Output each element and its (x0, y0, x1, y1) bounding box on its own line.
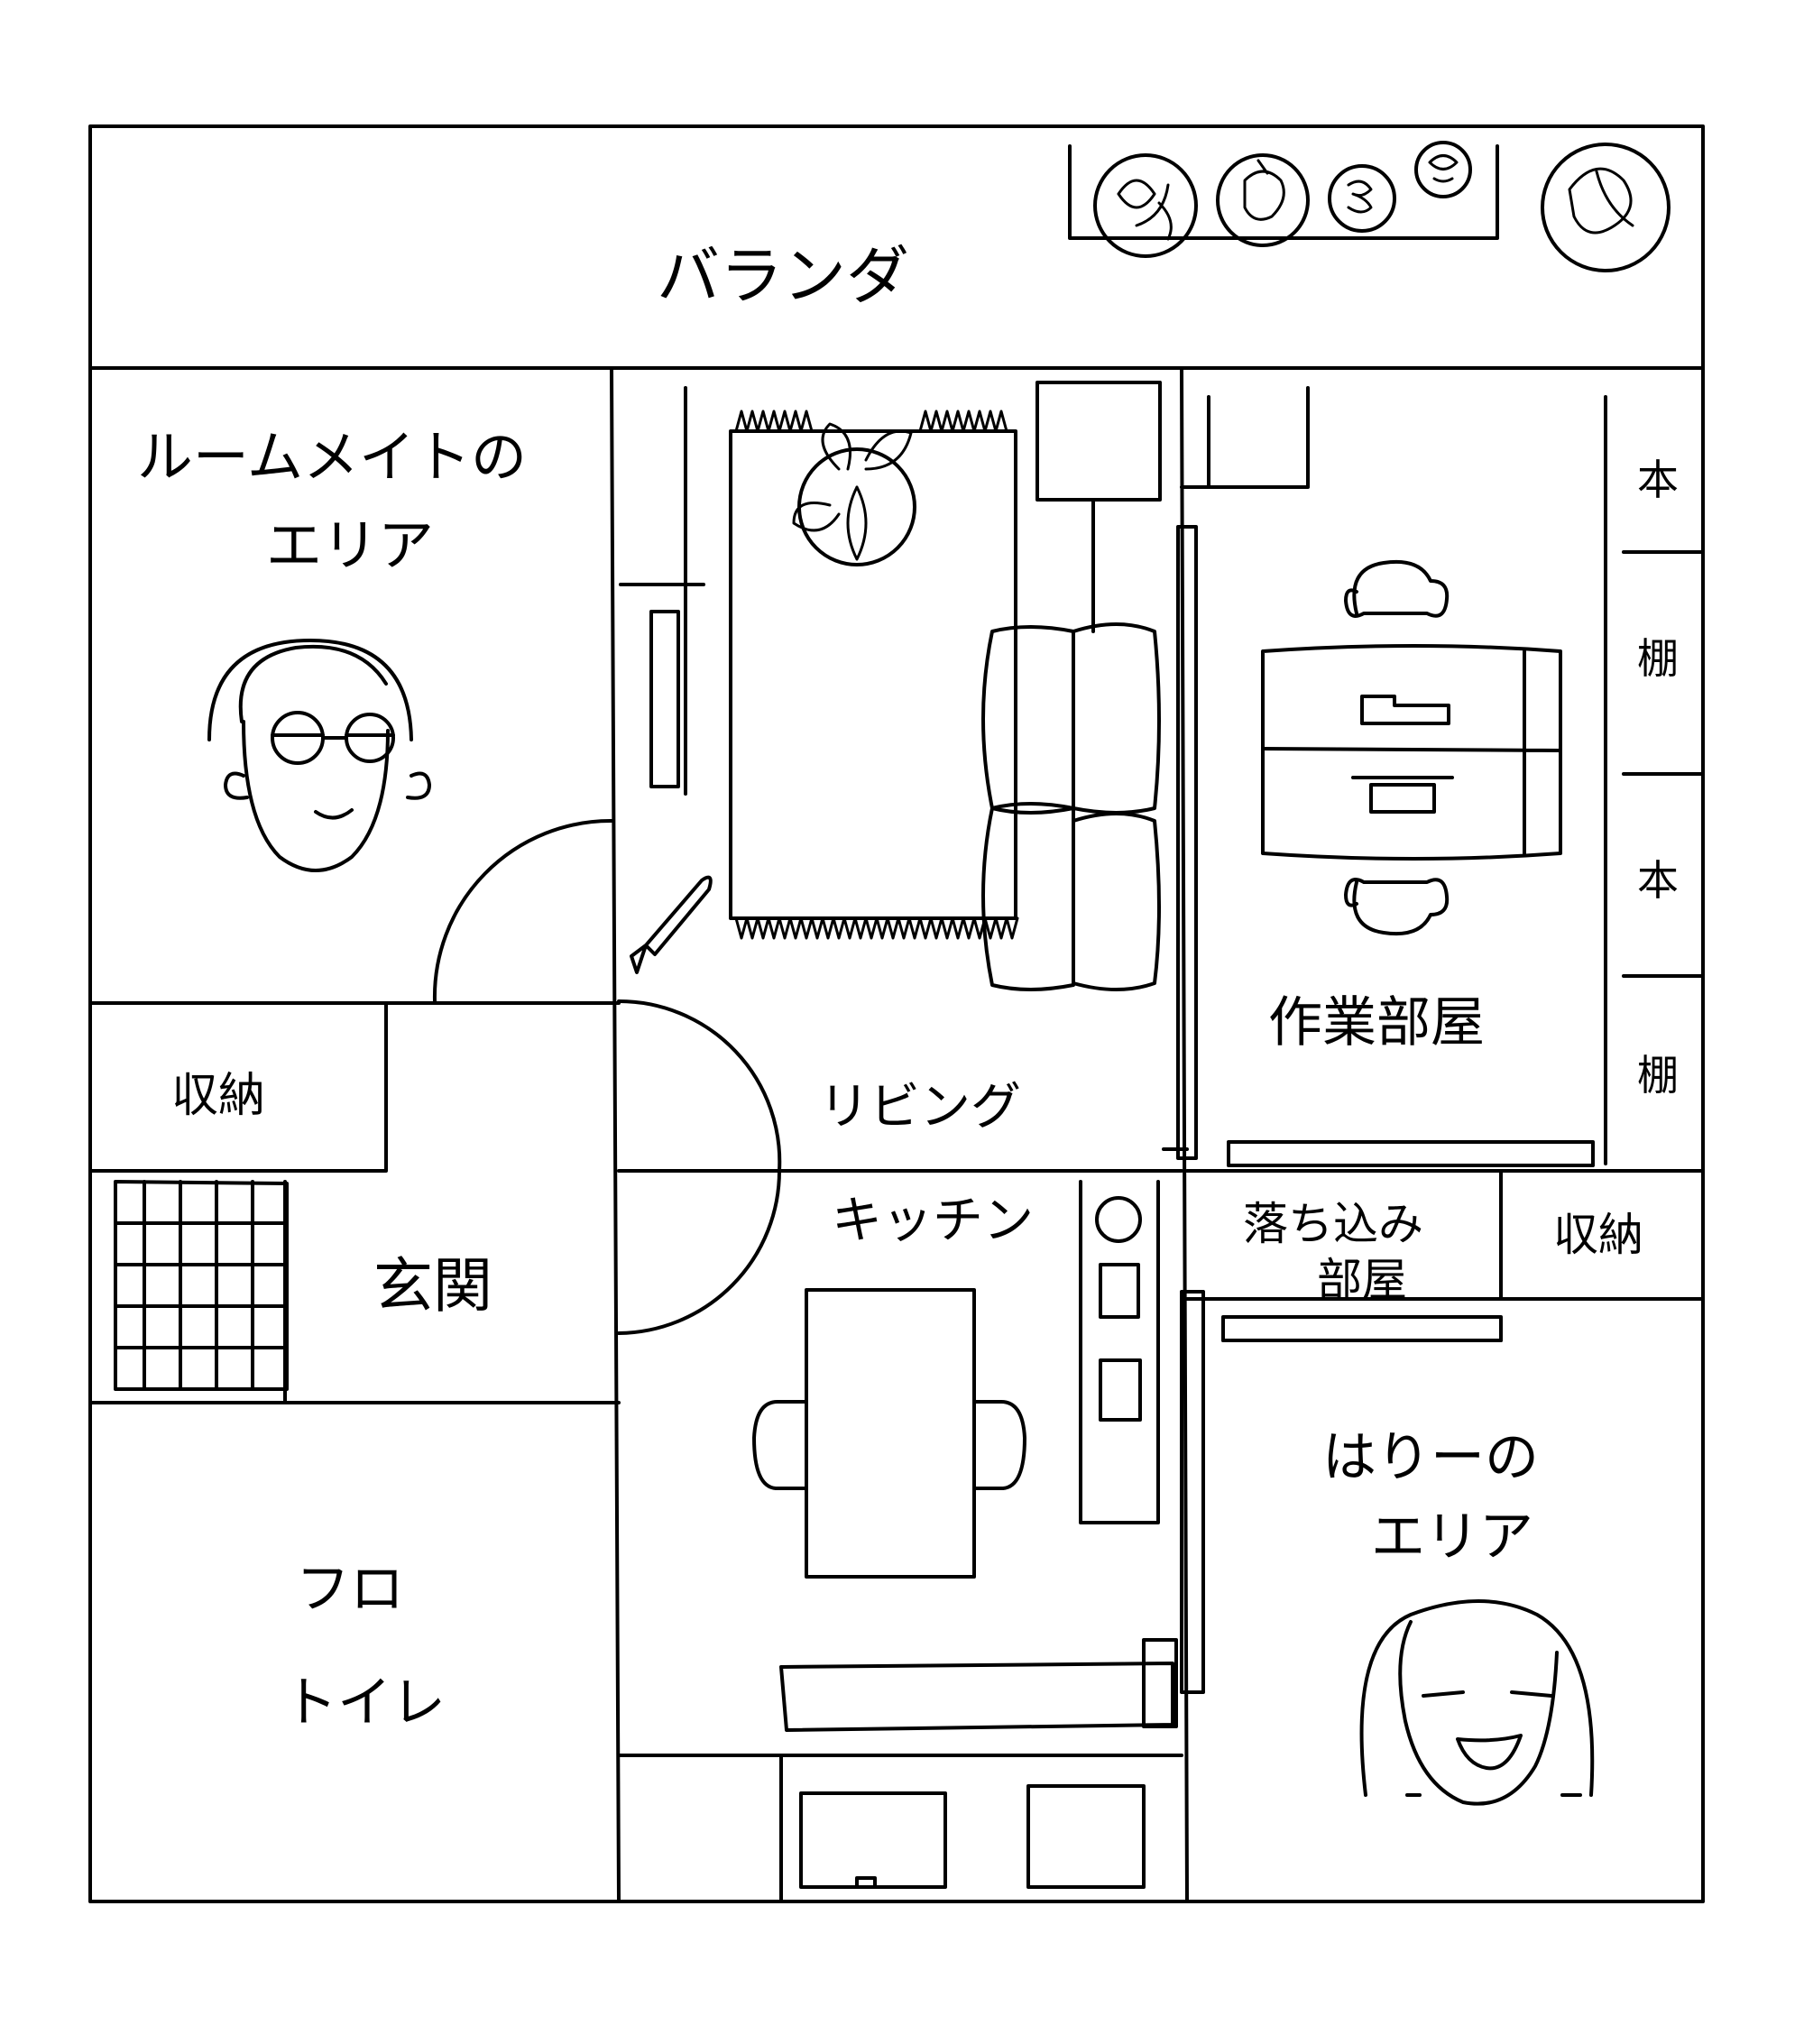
living-furniture (621, 382, 1160, 990)
label-roommate-area-line1: ルームメイトの (137, 424, 527, 490)
label-roommate-area-line2: エリア (266, 512, 434, 578)
walls (90, 126, 1703, 1901)
label-bookshelf-4: 棚 (1637, 1051, 1679, 1100)
label-veranda: バランダ (657, 239, 909, 313)
label-sunken-room-line1: 落ち込み (1243, 1198, 1423, 1250)
sunken-room (1223, 1317, 1501, 1340)
label-living: リビング (819, 1078, 1021, 1137)
workroom-furniture (1178, 388, 1703, 1165)
label-bookshelf-1: 本 (1637, 456, 1679, 504)
roommate-face (209, 640, 429, 870)
label-toilet: トイレ (283, 1671, 446, 1735)
label-bath: フロ (296, 1558, 404, 1621)
label-harry-area-line2: エリア (1371, 1505, 1533, 1569)
veranda-planters (1070, 143, 1669, 271)
label-harry-area-line1: はりーの (1322, 1426, 1539, 1489)
label-entrance: 玄関 (373, 1251, 492, 1321)
harry-face (1362, 1601, 1593, 1804)
label-storage-left: 収納 (171, 1069, 265, 1123)
kitchen-furniture (619, 1182, 1203, 1901)
label-bookshelf-2: 棚 (1637, 634, 1679, 683)
label-storage-right: 収納 (1553, 1209, 1643, 1261)
label-sunken-room-line2: 部屋 (1317, 1254, 1407, 1306)
room-labels: バランダ ルームメイトの エリア リビング 作業部屋 本 棚 本 棚 収納 玄関… (137, 239, 1679, 1735)
label-bookshelf-3: 本 (1637, 856, 1679, 905)
label-kitchen: キッチン (832, 1192, 1034, 1250)
entrance-grid (115, 1182, 287, 1389)
door-swings (435, 821, 779, 1333)
label-workroom: 作業部屋 (1268, 991, 1485, 1054)
